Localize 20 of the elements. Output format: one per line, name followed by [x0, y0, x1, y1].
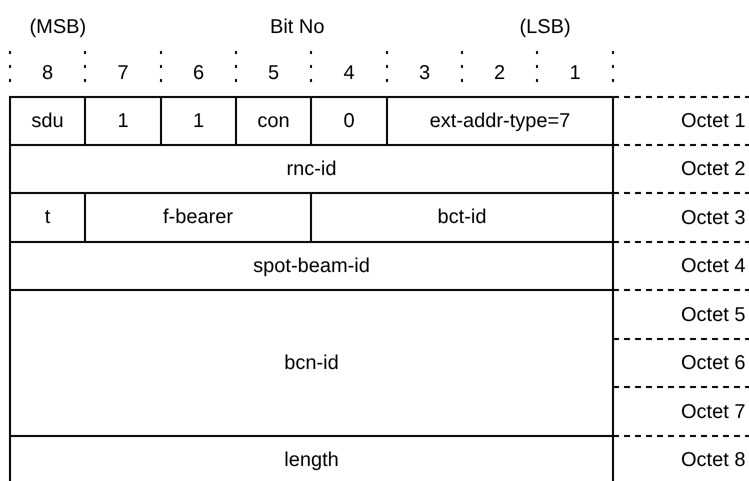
octet-label: Octet 6: [681, 352, 746, 374]
bit-header-label: Bit No: [270, 16, 324, 38]
octet-label: Octet 8: [681, 449, 746, 471]
bit-header-label: (LSB): [520, 16, 571, 38]
field-cell: sdu: [9, 96, 86, 146]
octet-label: Octet 4: [681, 255, 746, 277]
bit-number: 7: [118, 62, 129, 84]
bit-number: 8: [42, 62, 54, 84]
bit-number: 4: [344, 62, 355, 84]
bit-number: 3: [419, 62, 430, 84]
bit-number: 1: [570, 62, 581, 84]
bit-number: 5: [268, 62, 280, 84]
octet-label: Octet 3: [681, 206, 746, 228]
octet-label: Octet 7: [681, 400, 746, 422]
octet-label: Octet 5: [681, 304, 746, 326]
octet-label: Octet 1: [681, 110, 746, 132]
octet-label: Octet 2: [681, 158, 746, 180]
bit-number: 2: [494, 62, 506, 84]
bit-header-label: (MSB): [30, 16, 86, 38]
bit-number: 6: [193, 62, 204, 84]
